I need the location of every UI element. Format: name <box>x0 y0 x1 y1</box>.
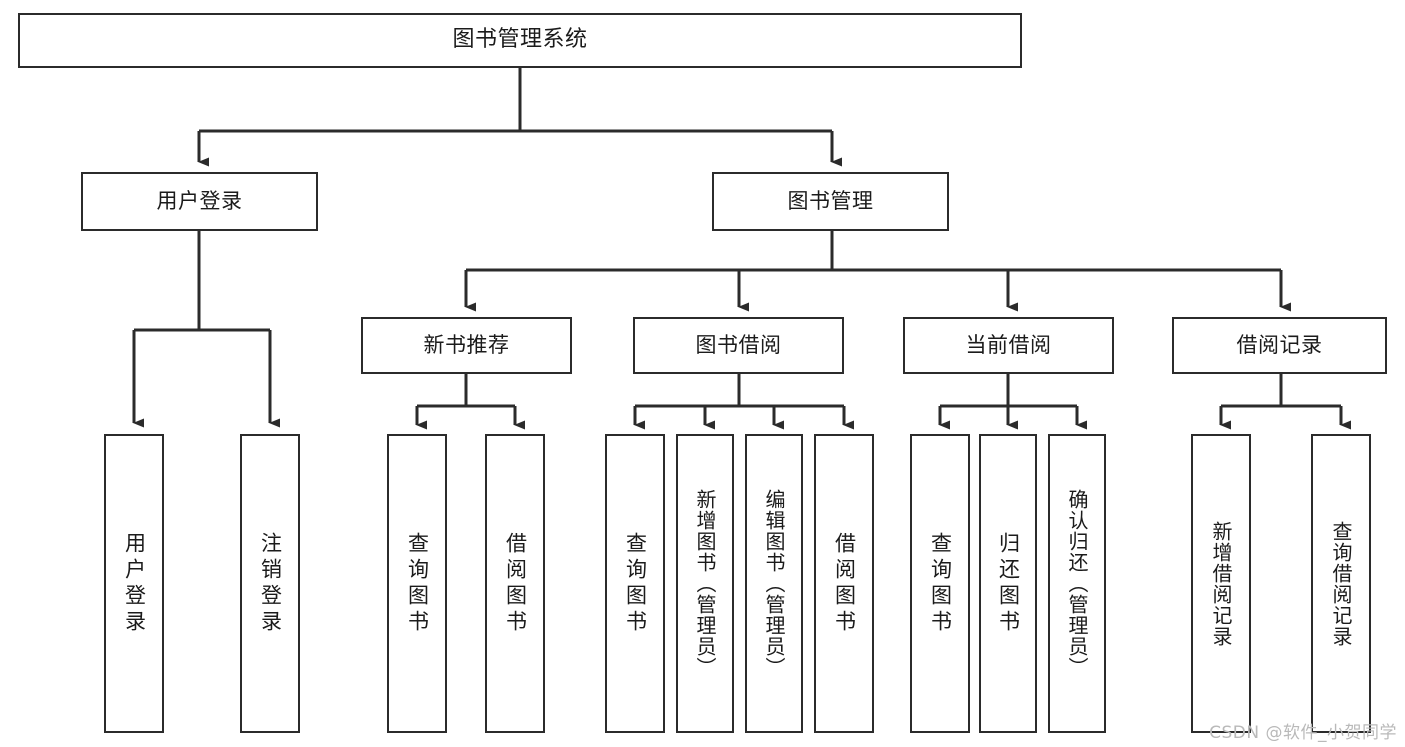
node-book-borrow-label: 图书借阅 <box>695 332 782 357</box>
node-current-borrow[interactable]: 当前借阅 <box>903 317 1114 374</box>
node-leaf-query-record[interactable]: 查询借阅记录 <box>1311 434 1371 733</box>
node-leaf-query-book-3[interactable]: 查询图书 <box>910 434 970 733</box>
node-book-manage[interactable]: 图书管理 <box>712 172 949 231</box>
node-new-book-rec-label: 新书推荐 <box>423 332 510 357</box>
node-leaf-query-book-2-label: 查询图书 <box>623 531 648 636</box>
node-borrow-record-label: 借阅记录 <box>1236 332 1323 357</box>
node-leaf-query-book-1[interactable]: 查询图书 <box>387 434 447 733</box>
node-user-login-label: 用户登录 <box>156 188 243 213</box>
node-leaf-add-record-label: 新增借阅记录 <box>1209 520 1233 647</box>
node-new-book-rec[interactable]: 新书推荐 <box>361 317 572 374</box>
node-leaf-edit-book[interactable]: 编辑图书（管理员） <box>745 434 803 733</box>
node-current-borrow-label: 当前借阅 <box>965 332 1052 357</box>
node-leaf-borrow-book-1-label: 借阅图书 <box>503 531 528 636</box>
node-leaf-confirm-return[interactable]: 确认归还（管理员） <box>1048 434 1106 733</box>
node-leaf-add-book[interactable]: 新增图书（管理员） <box>676 434 734 733</box>
node-leaf-logout-label: 注销登录 <box>258 531 283 636</box>
node-leaf-query-book-1-label: 查询图书 <box>405 531 430 636</box>
node-borrow-record[interactable]: 借阅记录 <box>1172 317 1387 374</box>
node-leaf-add-record[interactable]: 新增借阅记录 <box>1191 434 1251 733</box>
node-leaf-return-book[interactable]: 归还图书 <box>979 434 1037 733</box>
node-user-login[interactable]: 用户登录 <box>81 172 318 231</box>
node-book-borrow[interactable]: 图书借阅 <box>633 317 844 374</box>
node-leaf-confirm-return-label: 确认归还（管理员） <box>1065 489 1089 678</box>
node-leaf-edit-book-label: 编辑图书（管理员） <box>762 489 786 678</box>
node-leaf-query-book-3-label: 查询图书 <box>928 531 953 636</box>
node-leaf-user-login-label: 用户登录 <box>122 531 147 636</box>
node-leaf-borrow-book-2-label: 借阅图书 <box>832 531 857 636</box>
node-leaf-return-book-label: 归还图书 <box>996 531 1021 636</box>
node-leaf-query-book-2[interactable]: 查询图书 <box>605 434 665 733</box>
node-root-label: 图书管理系统 <box>452 27 588 53</box>
node-leaf-query-record-label: 查询借阅记录 <box>1329 520 1353 647</box>
node-root[interactable]: 图书管理系统 <box>18 13 1022 68</box>
node-leaf-add-book-label: 新增图书（管理员） <box>693 489 717 678</box>
node-leaf-borrow-book-2[interactable]: 借阅图书 <box>814 434 874 733</box>
node-book-manage-label: 图书管理 <box>787 188 874 213</box>
node-leaf-borrow-book-1[interactable]: 借阅图书 <box>485 434 545 733</box>
node-leaf-user-login[interactable]: 用户登录 <box>104 434 164 733</box>
node-leaf-logout[interactable]: 注销登录 <box>240 434 300 733</box>
